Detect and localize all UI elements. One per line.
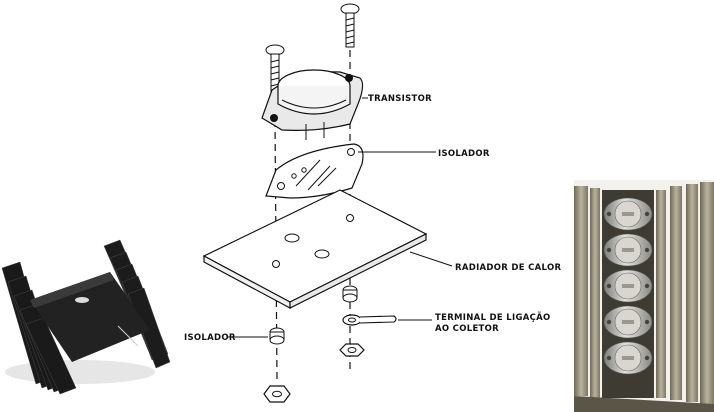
nut-right: [339, 343, 365, 357]
transistor-heatsink-photo: [574, 180, 714, 412]
label-transistor: TRANSISTOR: [368, 94, 432, 104]
transistor-stack: [603, 197, 653, 375]
mica-isolator: [265, 143, 364, 199]
transistor: [261, 69, 364, 140]
label-radiador: RADIADOR DE CALOR: [455, 263, 561, 273]
label-terminal-line2: AO COLETOR: [435, 324, 499, 334]
black-heatsink-photo: [0, 176, 171, 412]
label-isolador-top: ISOLADOR: [438, 149, 490, 159]
label-isolador-left: ISOLADOR: [184, 333, 236, 343]
right-screw: [340, 3, 360, 48]
nut-left: [263, 385, 291, 403]
assembly-drawing: TRANSISTOR ISOLADOR RADIADOR DE CALOR TE…: [184, 3, 561, 403]
bushing-right: [342, 285, 358, 303]
bushing-left: [269, 327, 285, 345]
collector-lug: [342, 314, 397, 326]
radiator-plate: [202, 189, 428, 310]
radiador-leader: [409, 251, 453, 267]
label-terminal-line1: TERMINAL DE LIGAÇÃO: [435, 312, 551, 323]
